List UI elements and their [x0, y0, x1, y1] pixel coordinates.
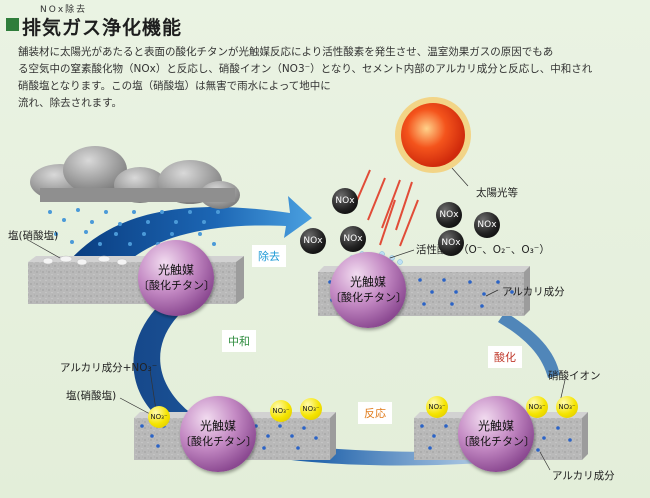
nox-molecule: NOx: [436, 202, 462, 228]
label-salt-top: 塩(硝酸塩): [8, 230, 59, 242]
label-sunlight: 太陽光等: [476, 187, 518, 199]
label-alkali-bottom: アルカリ成分: [552, 470, 615, 482]
label-active-oxygen: 活性酸素（O⁻、O₂⁻、O₃⁻）: [416, 244, 550, 256]
catalyst-label: 光触媒: [157, 263, 194, 277]
catalyst-sublabel: 〔酸化チタン〕: [180, 435, 257, 448]
nitrate-ion: NO₃⁻: [270, 400, 292, 422]
catalyst-label: 光触媒: [477, 419, 514, 433]
nox-molecule: NOx: [340, 226, 366, 252]
catalyst-sublabel: 〔酸化チタン〕: [138, 279, 215, 292]
page-title: 排気ガス浄化機能: [22, 17, 183, 39]
photocatalyst-sphere: 光触媒 〔酸化チタン〕: [138, 240, 215, 316]
step-oxidize: 酸化: [488, 346, 522, 368]
step-removal: 除去: [252, 245, 286, 267]
nox-molecule: NOx: [474, 212, 500, 238]
catalyst-sublabel: 〔酸化チタン〕: [330, 291, 407, 304]
step-react: 反応: [358, 402, 392, 424]
label-salt-bottom: 塩(硝酸塩): [66, 390, 117, 402]
description: 舗装材に太陽光があたると表面の酸化チタンが光触媒反応により活性酸素を発生させ、温…: [18, 44, 638, 112]
nitrate-ion: NO₃⁻: [426, 396, 448, 418]
title-square-icon: [6, 18, 19, 31]
nox-molecule: NOx: [332, 188, 358, 214]
nitrate-ion: NO₃⁻: [556, 396, 578, 418]
nox-molecule: NOx: [438, 230, 464, 256]
catalyst-label: 光触媒: [199, 419, 236, 433]
nitrate-ion: NO₃⁻: [300, 398, 322, 420]
rain-cloud: [30, 146, 240, 209]
description-line: 硝酸塩となります。この塩（硝酸塩）は無害で雨水によって地中に: [18, 80, 331, 92]
label-alkali-no3: アルカリ成分+NO₃⁻: [60, 362, 158, 374]
sunlight-rays: [354, 169, 419, 247]
nitrate-ion: NO₃⁻: [526, 396, 548, 418]
catalyst-sublabel: 〔酸化チタン〕: [458, 435, 535, 448]
description-line: る空気中の窒素酸化物（NOx）と反応し、硝酸イオン（NO3⁻）となり、セメント内…: [18, 63, 593, 75]
label-alkali-right: アルカリ成分: [502, 286, 565, 298]
supertitle: NOx除去: [40, 5, 88, 15]
nox-molecule: NOx: [300, 228, 326, 254]
oxidize-arrow: [498, 312, 560, 378]
label-nitrate-ion: 硝酸イオン: [548, 370, 601, 382]
photocatalyst-sphere: 光触媒 〔酸化チタン〕: [330, 252, 407, 328]
catalyst-label: 光触媒: [349, 275, 386, 289]
step-neutralize: 中和: [222, 330, 256, 352]
description-line: 舗装材に太陽光があたると表面の酸化チタンが光触媒反応により活性酸素を発生させ、温…: [18, 46, 554, 58]
sun-icon: [395, 97, 471, 173]
photocatalyst-sphere: 光触媒 〔酸化チタン〕: [180, 396, 257, 472]
photocatalyst-sphere: 光触媒 〔酸化チタン〕: [458, 396, 535, 472]
nitrate-ion: NO₃⁻: [148, 406, 170, 428]
description-line: 流れ、除去されます。: [18, 97, 123, 109]
salt-particles-top: [42, 255, 209, 266]
